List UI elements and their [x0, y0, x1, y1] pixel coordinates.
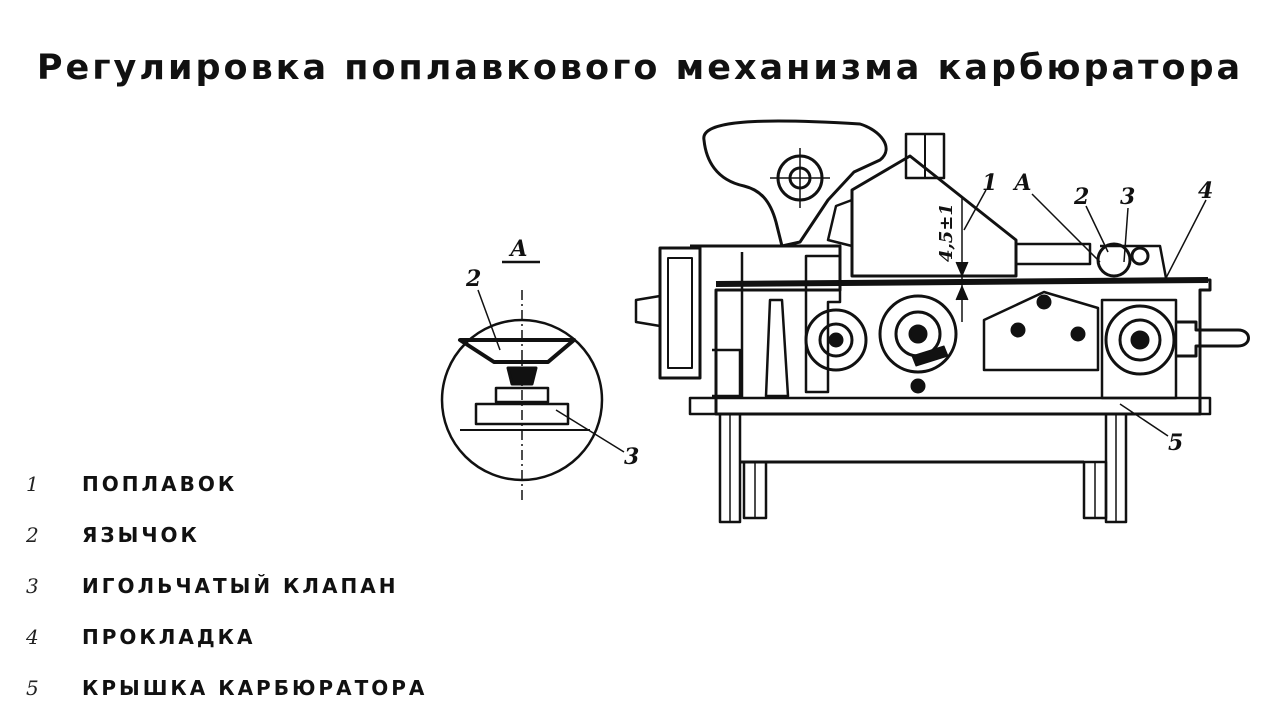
leader-5	[1119, 403, 1169, 437]
leader-3	[1123, 207, 1129, 263]
legend-item: 5 КРЫШКА КАРБЮРАТОРА	[26, 662, 427, 713]
dimension-label: 4,5±1	[936, 203, 957, 262]
legend-item: 3 ИГОЛЬЧАТЫЙ КЛАПАН	[26, 560, 427, 611]
detail-leader-3	[555, 409, 625, 453]
legend-text: ПОПЛАВОК	[82, 471, 238, 496]
float-arm	[1014, 242, 1092, 266]
legend-number: 2	[26, 522, 39, 547]
legend-number: 3	[26, 573, 39, 598]
bolt-1	[1010, 322, 1026, 338]
callout-3: 3	[1120, 184, 1135, 210]
detail-needle	[506, 366, 538, 386]
leader-4	[1165, 199, 1207, 279]
main-view	[634, 119, 1250, 524]
legend-text: ИГОЛЬЧАТЫЙ КЛАПАН	[82, 573, 399, 598]
legend-list: 1 ПОПЛАВОК 2 ЯЗЫЧОК 3 ИГОЛЬЧАТЫЙ КЛАПАН …	[26, 458, 427, 713]
detail-callout-3: 3	[624, 444, 639, 470]
page-title: Регулировка поплавкового механизма карбю…	[36, 48, 1244, 88]
left-fitting	[658, 246, 702, 380]
jet-left	[804, 308, 868, 372]
callout-a: А	[1012, 170, 1032, 196]
gasket	[715, 277, 1209, 287]
detail-valve-body	[474, 402, 570, 426]
detail-leader-2	[477, 289, 501, 351]
leader-1	[963, 189, 987, 231]
legend-number: 1	[26, 471, 39, 496]
legend-number: 5	[26, 675, 39, 700]
detail-view-a	[440, 260, 625, 500]
legend-number: 4	[26, 624, 39, 649]
detail-callout-2: 2	[465, 266, 481, 292]
leader-a	[1031, 193, 1101, 263]
legend-item: 4 ПРОКЛАДКА	[26, 611, 427, 662]
callout-2: 2	[1073, 184, 1089, 210]
lever-bracket	[702, 119, 888, 248]
leader-2	[1085, 205, 1109, 253]
legend-item: 1 ПОПЛАВОК	[26, 458, 427, 509]
callout-5: 5	[1168, 430, 1183, 456]
legend-text: ЯЗЫЧОК	[82, 522, 200, 547]
bolt-2	[1070, 326, 1086, 342]
callout-4: 4	[1198, 178, 1213, 204]
jet-center	[878, 294, 958, 374]
legend-text: ПРОКЛАДКА	[82, 624, 256, 649]
bolt-4	[910, 378, 926, 394]
right-fitting	[1176, 320, 1250, 358]
detail-seat	[494, 386, 550, 404]
jet-right	[1104, 304, 1176, 376]
view-a-label: А	[508, 236, 528, 262]
legend-item: 2 ЯЗЫЧОК	[26, 509, 427, 560]
callout-1: 1	[982, 170, 997, 196]
detail-tongue	[458, 338, 576, 364]
legend-text: КРЫШКА КАРБЮРАТОРА	[82, 675, 428, 700]
bolt-3	[1036, 294, 1052, 310]
